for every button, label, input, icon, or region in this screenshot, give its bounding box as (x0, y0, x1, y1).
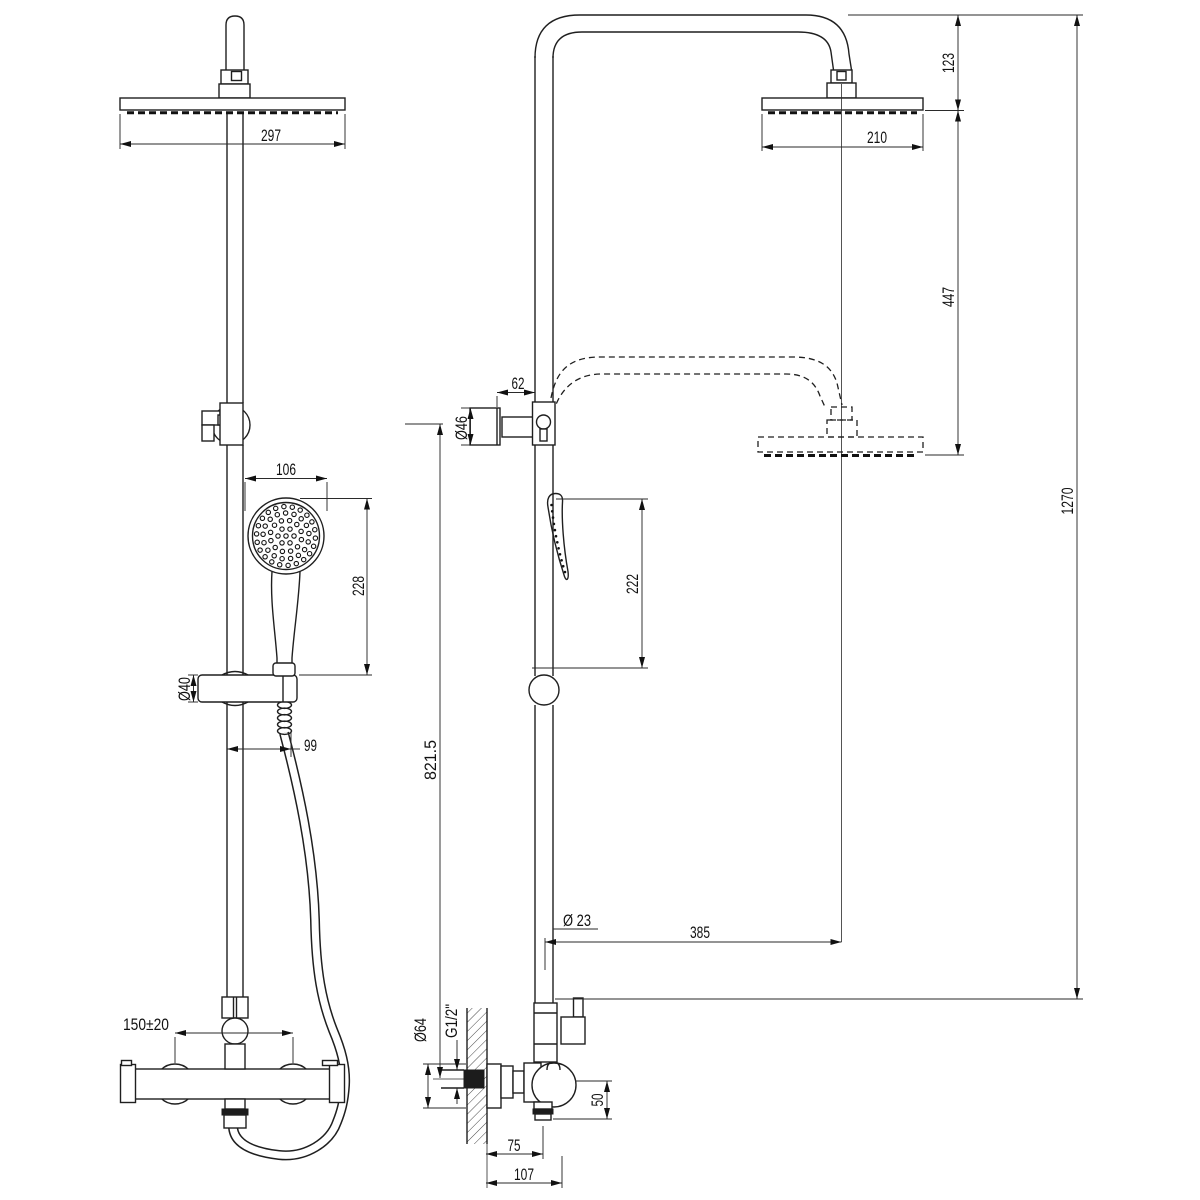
dim-diverter-offset: 62 (512, 374, 525, 393)
dim-overhead-span: 447 (939, 287, 958, 307)
dim-handshower-length: 228 (349, 576, 368, 596)
dim-arm-reach: 385 (690, 923, 710, 942)
side-mixer (433, 997, 586, 1121)
dim-riser-height: 821.5 (421, 740, 440, 780)
dim-inlet-spacing: 150±20 (123, 1015, 169, 1034)
wall-inlet (463, 1069, 485, 1089)
side-view: 123 447 1270 210 62 Ø46 821.5 22 (405, 14, 1083, 1188)
hose-coil (276, 700, 293, 736)
side-dimensions: 123 447 1270 210 62 Ø46 821.5 22 (405, 14, 1083, 1188)
dim-flange-diameter: Ø64 (411, 1018, 430, 1042)
side-diverter (469, 401, 556, 446)
front-riser-pipe (226, 112, 244, 997)
front-slider-holder (197, 662, 298, 707)
front-shower-head-plate (119, 97, 346, 111)
front-mixer (119, 996, 346, 1129)
front-diverter (201, 402, 251, 446)
front-view: 297 106 228 Ø40 99 150±20 (119, 15, 372, 1161)
dim-inlet-thread: G1/2" (442, 1004, 461, 1038)
spray-dots (253, 503, 319, 569)
dim-pipe-diameter: Ø 23 (563, 911, 591, 930)
mixer-body (122, 1068, 344, 1100)
side-hand-shower (528, 492, 569, 706)
dim-diverter-diameter: Ø46 (452, 416, 471, 440)
front-overhead-shower (119, 15, 346, 115)
slider-knob (528, 674, 560, 706)
front-dimensions: 297 106 228 Ø40 99 150±20 (119, 114, 372, 1063)
dim-head-width: 297 (261, 126, 281, 145)
mixer-outlet (224, 1098, 246, 1110)
side-arm-lowered-position (550, 356, 924, 457)
dim-head-drop: 123 (939, 53, 958, 73)
dim-holder-diameter: Ø40 (175, 677, 194, 701)
dim-wall-to-front: 107 (514, 1165, 534, 1184)
dim-handshower-side-length: 222 (623, 574, 642, 594)
side-shower-head (761, 97, 924, 111)
dim-handshower-diameter: 106 (276, 460, 296, 479)
diverter-knob (469, 407, 501, 446)
dim-spout-drop: 50 (588, 1094, 607, 1107)
side-wall (466, 1008, 488, 1188)
mixer-body-side (531, 1062, 577, 1108)
handshower-nut (272, 662, 296, 677)
escutcheon-plate (486, 1063, 502, 1109)
dim-holder-offset: 99 (304, 736, 317, 755)
front-hand-shower (247, 497, 325, 663)
hose-elbow (560, 1016, 586, 1045)
dim-total-height: 1270 (1058, 488, 1077, 515)
dim-wall-to-spout: 75 (508, 1136, 521, 1155)
sliver-dots (550, 503, 567, 574)
dim-head-depth: 210 (867, 128, 887, 147)
side-riser-and-arm (534, 14, 924, 1003)
